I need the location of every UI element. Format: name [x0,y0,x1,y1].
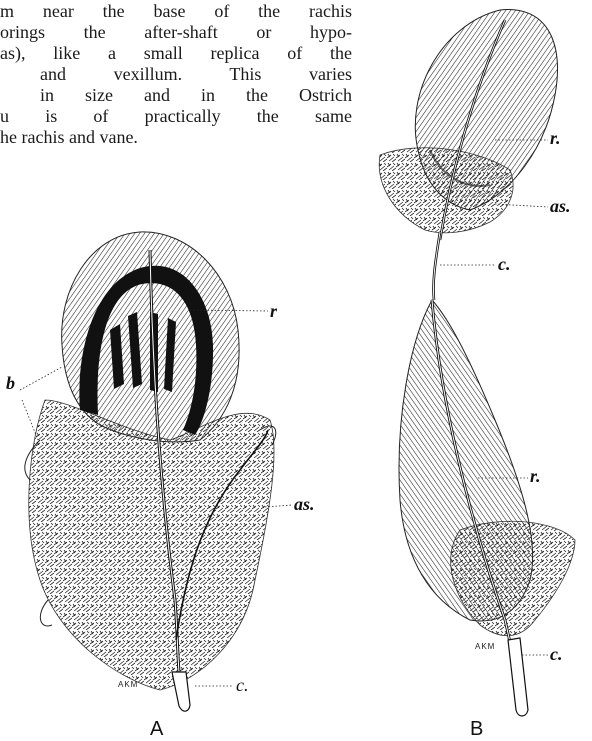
label-a-barbs: b [6,373,15,394]
feather-a-calamus [172,672,190,711]
label-b-rachis-top: r. [550,128,561,149]
feather-a-aftershaft [29,400,274,690]
label-b-aftershaft: as. [550,196,571,217]
signature-b: AKM [475,642,495,651]
feather-b-lower-vane [399,300,533,621]
caption-b: B [470,718,483,741]
feather-b-calamus [508,638,528,716]
label-a-aftershaft: as. [294,494,315,515]
label-a-rachis: r [270,301,277,322]
signature-a: AKM [118,680,138,689]
label-b-calamus-bottom: c. [550,644,563,665]
feather-b-upper-vane [415,10,557,210]
label-b-rachis-bottom: r. [530,466,541,487]
feather-a [20,232,292,711]
label-b-calamus-mid: c. [498,254,511,275]
feather-b [379,10,575,716]
caption-a: A [150,718,163,741]
label-a-calamus: c. [236,675,249,696]
